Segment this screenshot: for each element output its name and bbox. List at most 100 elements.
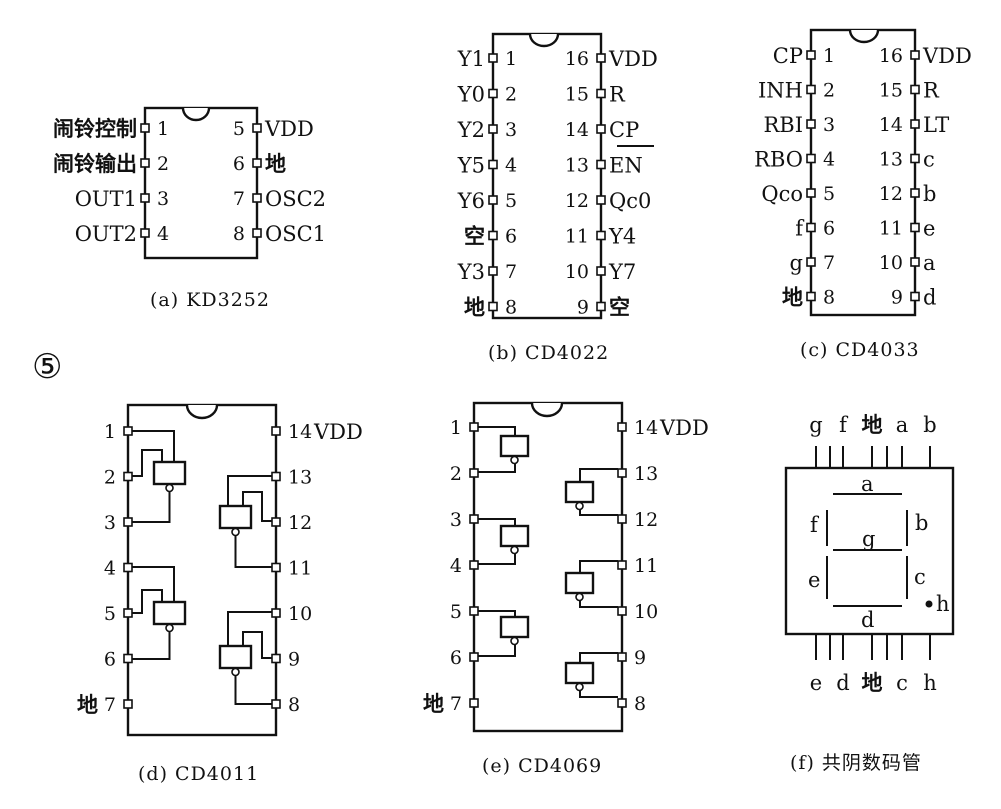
pin-terminal bbox=[469, 698, 479, 708]
pin-right: 11 e bbox=[879, 217, 936, 241]
pin-number: 9 bbox=[577, 297, 589, 319]
pin-label: VDD bbox=[608, 47, 658, 71]
gate-wire bbox=[478, 426, 516, 436]
gate-wire bbox=[132, 632, 171, 660]
pin-terminal bbox=[123, 562, 133, 573]
pin-label: VDD bbox=[264, 117, 314, 141]
pin-terminal bbox=[469, 652, 479, 662]
pin-terminal bbox=[806, 153, 816, 164]
pin-number: 15 bbox=[565, 84, 589, 106]
gate-wire bbox=[579, 468, 618, 482]
gate-wire bbox=[478, 518, 516, 526]
pin-terminal bbox=[140, 193, 150, 203]
pin-terminal bbox=[469, 422, 479, 432]
pin-left: 7地 bbox=[423, 691, 479, 716]
pin-terminal bbox=[140, 228, 150, 238]
pin-terminal bbox=[488, 266, 498, 276]
pin-number: 5 bbox=[505, 190, 517, 212]
pin-label: Qco bbox=[761, 182, 803, 206]
inverter-bubble bbox=[510, 545, 519, 555]
pin-number: 4 bbox=[505, 155, 517, 177]
gate-wire bbox=[579, 560, 618, 573]
pin1-notch bbox=[185, 404, 219, 420]
chip-body bbox=[472, 401, 624, 733]
pin-terminal bbox=[596, 195, 606, 205]
pin-terminal bbox=[910, 257, 920, 267]
pin-label: f bbox=[839, 413, 849, 437]
pin-number: 12 bbox=[879, 183, 903, 205]
inverter-bubble bbox=[231, 667, 240, 677]
pin-terminal bbox=[596, 266, 606, 276]
pin-terminal bbox=[252, 193, 262, 203]
pin-number: 5 bbox=[450, 601, 462, 623]
pin-label: 闹铃输出 bbox=[53, 151, 137, 176]
pin-label: e bbox=[923, 217, 935, 241]
pin-right: 10 bbox=[271, 603, 312, 625]
pin-number: 14 bbox=[565, 119, 589, 141]
inverter-gate bbox=[564, 560, 618, 608]
caption-e: (e) CD4069 bbox=[482, 755, 602, 777]
pin-number: 7 bbox=[104, 694, 116, 716]
pin-right: 11 bbox=[271, 558, 312, 580]
pin-number: 16 bbox=[565, 48, 589, 70]
caption-f: (f) 共阴数码管 bbox=[790, 752, 922, 774]
gate-body bbox=[499, 615, 530, 639]
pin-terminal bbox=[123, 699, 133, 709]
pin-number: 8 bbox=[634, 693, 646, 715]
chip-body bbox=[491, 32, 603, 320]
pin-number: 2 bbox=[505, 84, 517, 106]
inverter-gate bbox=[564, 652, 618, 698]
pin-terminal bbox=[488, 88, 498, 99]
pin-number: 4 bbox=[157, 223, 169, 245]
pin-number: 9 bbox=[891, 287, 903, 309]
caption-c: (c) CD4033 bbox=[800, 339, 920, 361]
pin-terminal bbox=[806, 291, 816, 302]
pin-left: 7地 bbox=[77, 692, 133, 717]
pin-terminal bbox=[596, 53, 606, 63]
gate-body bbox=[499, 524, 530, 548]
pin-terminal bbox=[488, 230, 498, 241]
pin-right: 12 bbox=[617, 509, 658, 531]
pin-label: Y3 bbox=[457, 260, 485, 284]
pin-number: 11 bbox=[879, 218, 903, 240]
pin-terminal bbox=[806, 50, 816, 60]
inverter-bubble bbox=[510, 455, 519, 465]
pin-number: 8 bbox=[233, 223, 245, 245]
pin-label: 地 bbox=[77, 692, 98, 717]
pin-terminal bbox=[469, 514, 479, 524]
inverter-gate bbox=[478, 518, 530, 565]
inverter-bubble bbox=[575, 592, 584, 602]
pin-terminal bbox=[271, 517, 281, 527]
nand-gate bbox=[218, 475, 272, 568]
inverter-gate bbox=[478, 610, 530, 657]
pin1-notch bbox=[528, 33, 560, 48]
pin-number: 7 bbox=[505, 261, 517, 283]
pin-terminal bbox=[617, 468, 627, 478]
pin-terminal bbox=[123, 608, 133, 618]
gate-wire bbox=[478, 610, 516, 617]
seg-label-g: g bbox=[862, 527, 875, 551]
gate-body bbox=[499, 434, 530, 458]
pin-label: OUT1 bbox=[75, 187, 137, 211]
pin-left: 1CP bbox=[773, 44, 835, 68]
display-top-pin: g bbox=[809, 413, 823, 468]
pin-label: LT bbox=[923, 113, 949, 137]
pin-terminal bbox=[596, 88, 606, 99]
chip-body bbox=[809, 28, 917, 317]
pin-number: 1 bbox=[505, 48, 517, 70]
pin-left: 8地 bbox=[782, 285, 835, 310]
pin-label: 地 bbox=[265, 151, 286, 176]
pin-number: 1 bbox=[823, 45, 835, 67]
